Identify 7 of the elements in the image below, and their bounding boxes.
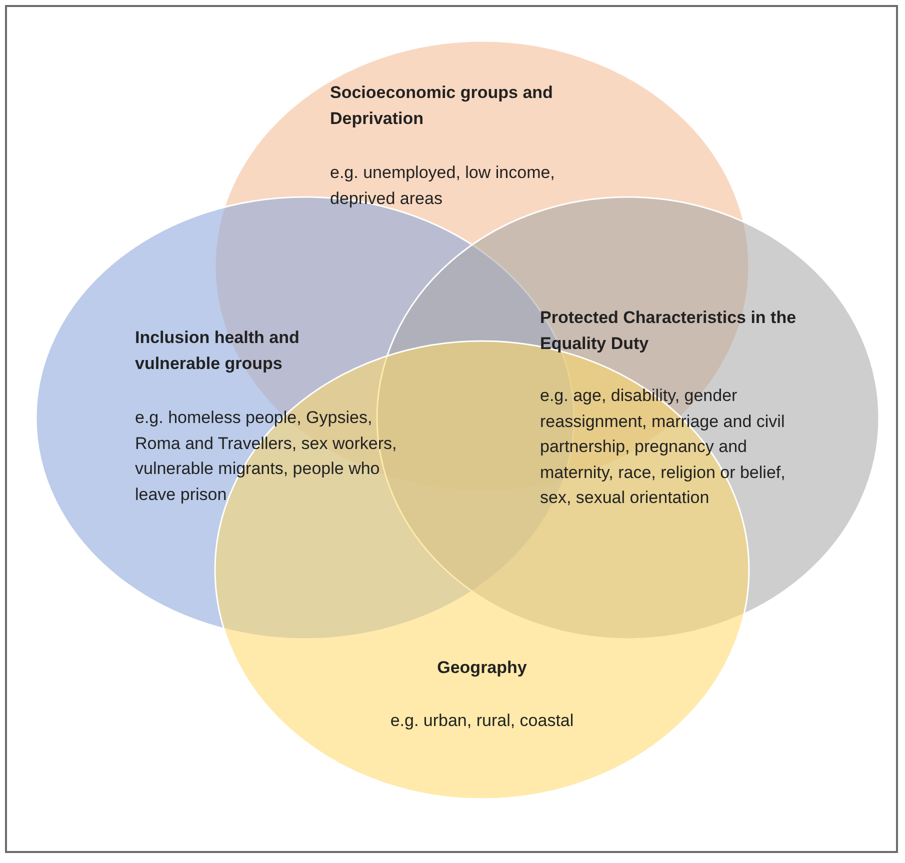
category-description: e.g. homeless people, Gypsies, Roma and Travellers, sex workers, vulnerable migrants, people who leave prison [135,407,398,506]
category-heading: Inclusion health and vulnerable groups [135,327,300,375]
category-heading: Socioeconomic groups and Deprivation [330,82,554,130]
category-description: e.g. urban, rural, coastal [389,710,575,732]
category-heading: Protected Characteristics in the Equality Duty [540,307,798,354]
category-description: e.g. unemployed, low income, deprived areas [330,162,556,210]
category-heading: Geography [436,657,528,679]
